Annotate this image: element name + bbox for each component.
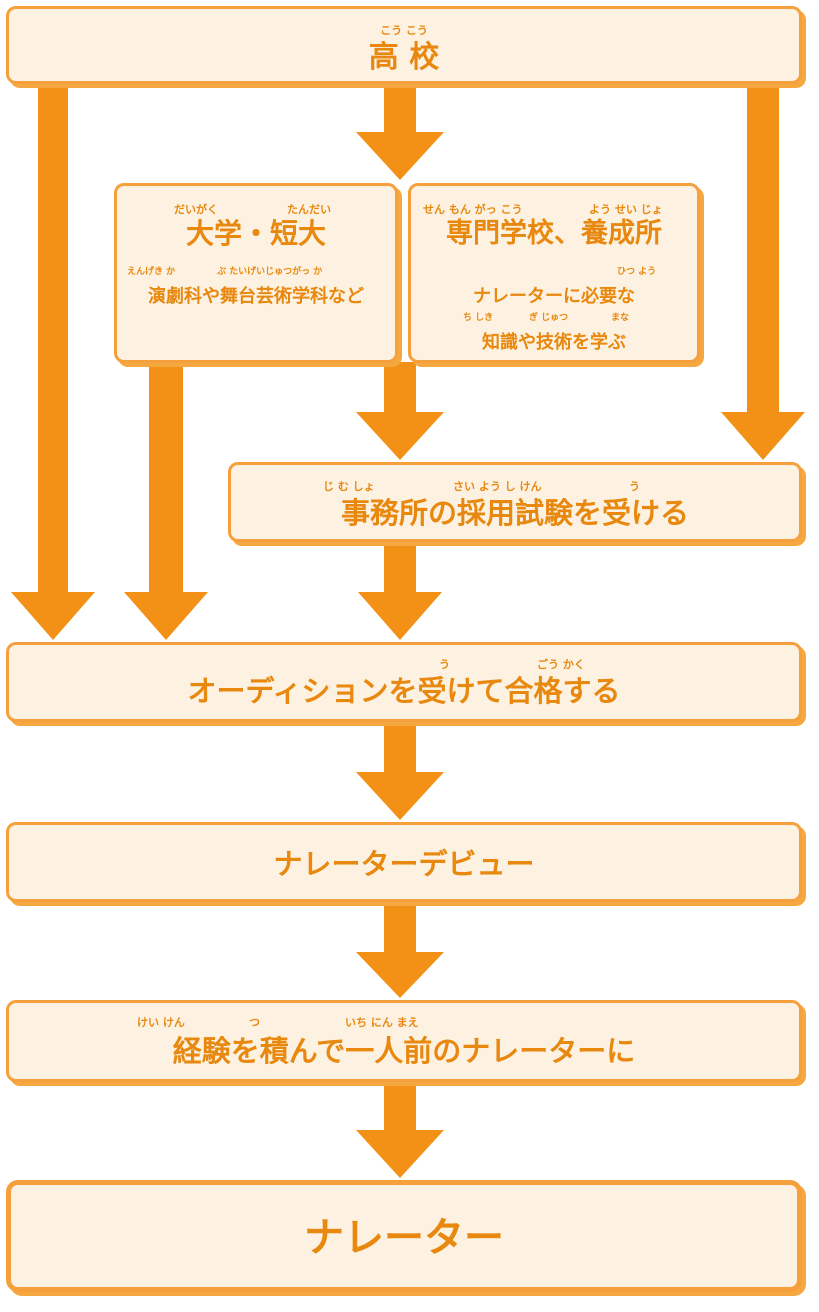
ruby-goukaku: ごう かく [537, 658, 585, 671]
arrow-audition-to-debut [356, 722, 444, 820]
arrow-vocational-to-exam [356, 362, 444, 460]
ruby-chishiki: ち しき [463, 313, 494, 323]
arrow-highschool-to-audition [11, 84, 95, 640]
ruby-engekika: えんげき か [127, 267, 176, 277]
arrow-highschool-to-schools [356, 84, 444, 180]
ruby-manabu: まな [611, 313, 630, 323]
ruby-daigaku: だいがく [174, 203, 218, 216]
vocational-title: 専門学校、養成所 [446, 218, 662, 249]
ruby-senmon: せん もん がっ こう [423, 203, 523, 216]
node-university: だいがく たんだい 大学・短大 えんげき か ぶ たいげいじゅつがっ か 演劇科… [114, 183, 398, 363]
node-narrator: ナレーター [6, 1180, 802, 1292]
ruby-gijutsu: ぎ じゅつ [529, 313, 569, 323]
ruby-ichininmae: いち にん まえ [345, 1016, 419, 1029]
ruby-saiyou: さい よう し けん [453, 480, 542, 493]
high-school-label: 高 校 [368, 40, 440, 75]
ruby-butai: ぶ たいげいじゅつがっ か [217, 267, 323, 277]
university-desc: 演劇科や舞台芸術学科など [148, 286, 364, 307]
experience-label: 経験を積んで一人前のナレーターに [172, 1034, 636, 1068]
ruby-jimusho: じ む しょ [323, 480, 375, 493]
office-exam-label: 事務所の採用試験を受ける [340, 496, 689, 530]
ruby-u: う [629, 480, 640, 493]
arrow-university-to-audition [124, 362, 208, 640]
arrow-exam-to-audition [358, 542, 442, 640]
arrow-experience-to-narrator [356, 1082, 444, 1178]
debut-label: ナレーターデビュー [273, 847, 535, 881]
node-vocational: せん もん がっ こう よう せい じょ 専門学校、養成所 ひつ よう ナレータ… [408, 183, 700, 363]
node-experience: けい けん つ いち にん まえ 経験を積んで一人前のナレーターに [6, 1000, 802, 1082]
arrow-debut-to-experience [356, 902, 444, 998]
arrow-highschool-to-exam [721, 84, 805, 460]
narrator-label: ナレーター [304, 1215, 504, 1261]
ruby-tandai: たんだい [287, 203, 331, 216]
ruby-hitsuyou: ひつ よう [617, 267, 657, 277]
ruby-yousei: よう せい じょ [589, 203, 663, 216]
node-office-exam: じ む しょ さい よう し けん う 事務所の採用試験を受ける [228, 462, 802, 542]
node-debut: ナレーターデビュー [6, 822, 802, 902]
vocational-line1: ナレーターに必要な [473, 286, 635, 307]
university-title: 大学・短大 [185, 217, 326, 250]
node-audition: う ごう かく オーディションを受けて合格する [6, 642, 802, 722]
audition-label: オーディションを受けて合格する [187, 674, 621, 708]
vocational-line2: 知識や技術を学ぶ [482, 332, 626, 353]
ruby-keiken: けい けん [137, 1016, 185, 1029]
node-high-school: こう こう 高 校 [6, 6, 802, 84]
ruby-koukou: こう こう [380, 24, 428, 37]
ruby-tsu: つ [249, 1016, 260, 1029]
ruby-audition-u: う [439, 658, 450, 671]
